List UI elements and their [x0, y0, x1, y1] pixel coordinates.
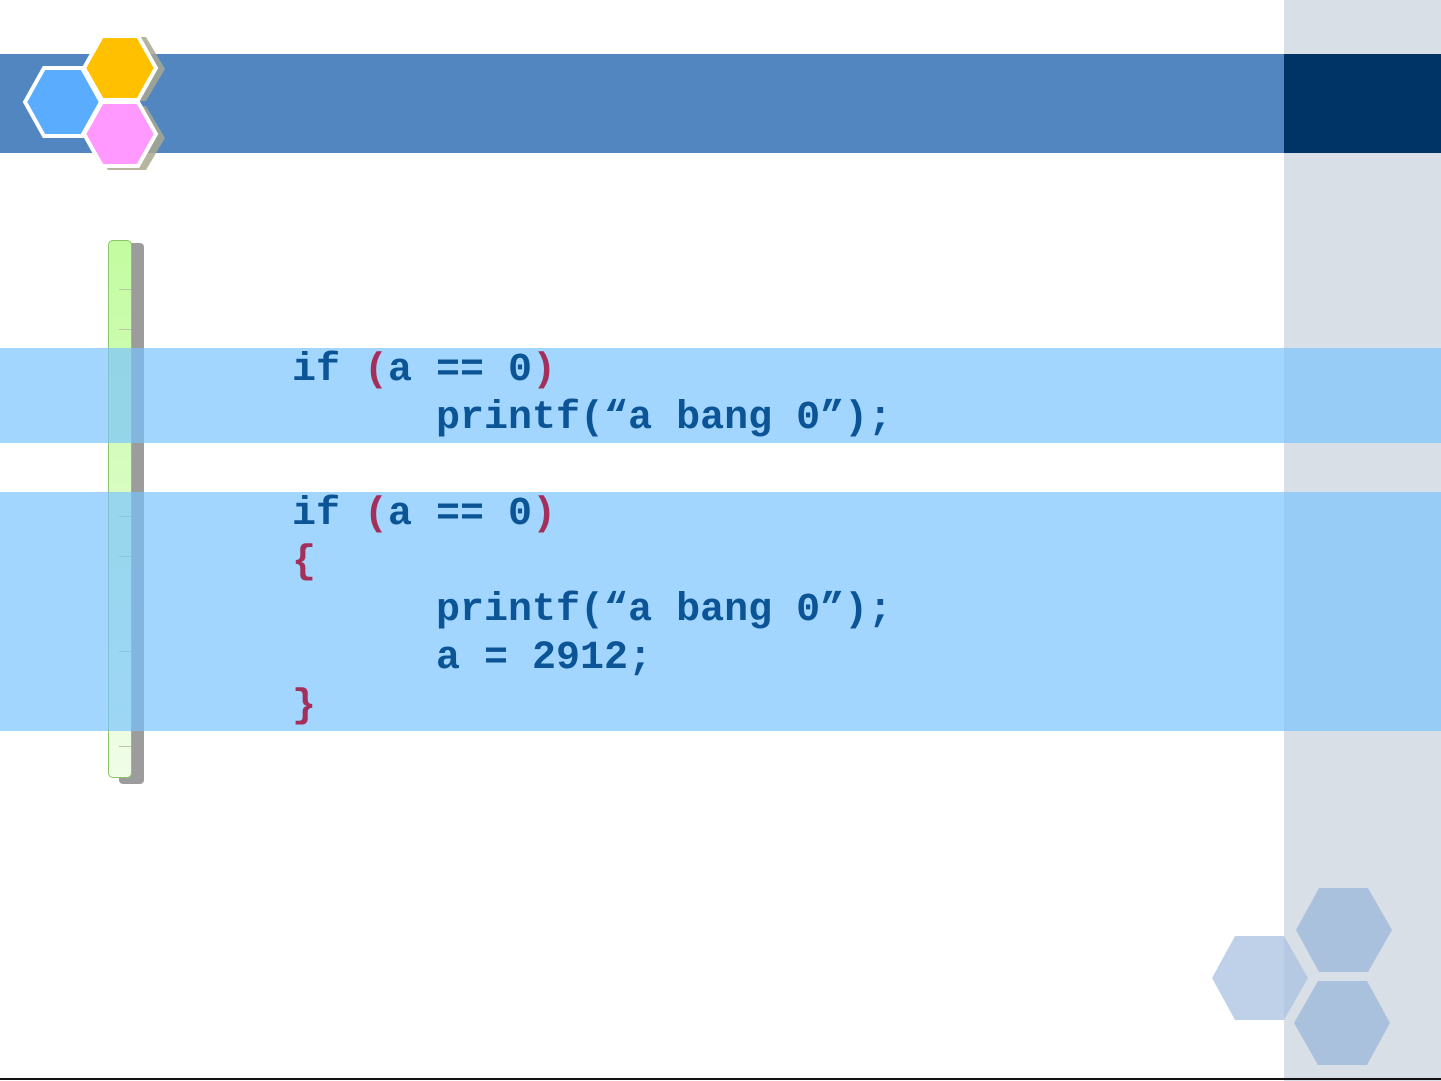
- code-line: if (a == 0): [292, 491, 892, 539]
- code-line: printf(“a bang 0”);: [292, 395, 892, 443]
- code-bracket: }: [292, 684, 317, 729]
- indent: [292, 588, 436, 633]
- code-line: a = 2912;: [292, 635, 892, 683]
- code-token: a = 2912;: [436, 636, 653, 681]
- code-token: printf(“a bang 0”);: [436, 588, 893, 633]
- code-line: if (a == 0): [292, 347, 892, 395]
- title-bar: [0, 54, 1284, 153]
- indent: [292, 396, 436, 441]
- code-line: {: [292, 539, 892, 587]
- code-token: a == 0: [388, 348, 533, 393]
- code-listing: if (a == 0) printf(“a bang 0”);if (a == …: [292, 347, 892, 731]
- indent: [292, 636, 436, 681]
- code-bracket: (: [364, 348, 389, 393]
- title-bar-accent: [1284, 54, 1441, 153]
- highlight-band-1: [0, 348, 1441, 443]
- hexagon-logo-icon: [22, 34, 165, 170]
- code-bracket: ): [532, 348, 557, 393]
- code-line: printf(“a bang 0”);: [292, 587, 892, 635]
- blank-line: [292, 443, 892, 491]
- bottom-border: [0, 1078, 1441, 1080]
- code-token: if: [292, 492, 365, 537]
- code-token: printf(“a bang 0”);: [436, 396, 893, 441]
- decorative-hexagons-icon: [1212, 888, 1392, 1065]
- code-token: a == 0: [388, 492, 533, 537]
- code-line: }: [292, 683, 892, 731]
- highlight-band-2: [0, 492, 1441, 731]
- code-bracket: (: [364, 492, 389, 537]
- code-bracket: {: [292, 540, 317, 585]
- code-token: if: [292, 348, 365, 393]
- code-bracket: ): [532, 492, 557, 537]
